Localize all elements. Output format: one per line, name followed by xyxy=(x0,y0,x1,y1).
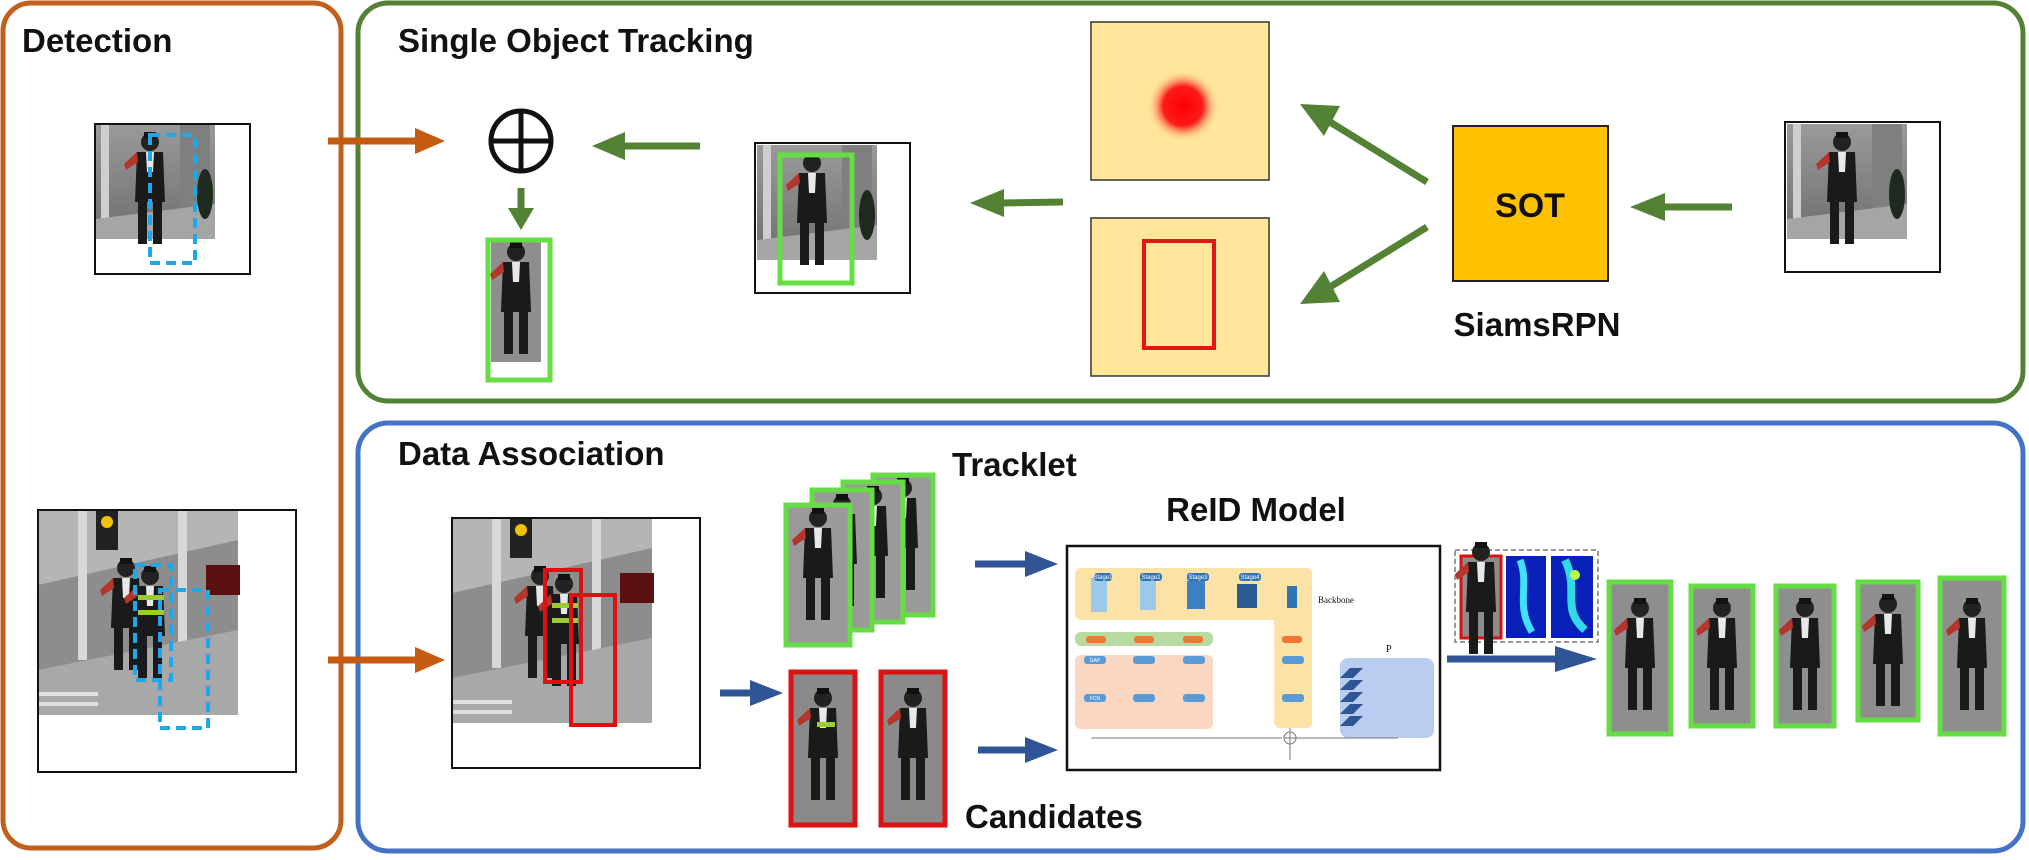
circle-plus-icon xyxy=(488,108,554,174)
sot-box: SOT xyxy=(1452,125,1609,282)
detection-box xyxy=(148,133,197,265)
tracklet-stack xyxy=(783,472,936,648)
arrow-icon xyxy=(999,198,1064,207)
detection-title: Detection xyxy=(22,22,172,59)
candidates-label: Candidates xyxy=(965,798,1143,835)
sot-title: Single Object Tracking xyxy=(398,22,754,59)
heatmap-box xyxy=(1090,217,1270,377)
reid-title: ReID Model xyxy=(1166,491,1346,528)
sot-result-frame xyxy=(754,142,911,294)
stage-label: Stage4 xyxy=(1240,575,1260,581)
detection-frame-top xyxy=(94,123,251,275)
association-frame xyxy=(451,517,701,769)
gap-label: GAP xyxy=(1090,658,1101,664)
arrow-icon xyxy=(1328,119,1429,185)
stage-label: Stage2 xyxy=(1141,575,1161,581)
arrow-icon xyxy=(508,208,534,230)
sot-input-frame xyxy=(1784,121,1941,273)
detection-panel xyxy=(0,0,344,851)
tracked-crop xyxy=(485,237,553,383)
detection-frame-bottom xyxy=(37,509,297,773)
branch-p-label: P xyxy=(1386,644,1392,655)
sot-box-label: SOT xyxy=(1495,187,1565,225)
stage-block-4: Stage4 xyxy=(1237,573,1261,608)
sot-panel xyxy=(355,0,2026,404)
reid-model-figure: Stage1 Stage2 Stage3 Stage4 Backbone P G… xyxy=(1065,544,1442,772)
sot-model-name: SiamsRPN xyxy=(1454,306,1621,343)
stage-label: Stage3 xyxy=(1188,575,1208,581)
arrow-icon xyxy=(1328,224,1429,290)
tracklet-label: Tracklet xyxy=(952,446,1077,483)
stage-block-3: Stage3 xyxy=(1187,573,1209,609)
association-title: Data Association xyxy=(398,435,665,472)
candidate-crops xyxy=(788,669,948,828)
attention-maps xyxy=(1454,542,1599,654)
fcn-label: FCN xyxy=(1090,696,1101,702)
backbone-label: Backbone xyxy=(1318,595,1354,605)
stage-label: Stage1 xyxy=(1093,575,1113,581)
heatmap-score xyxy=(1090,21,1270,181)
matched-tracklet xyxy=(1606,575,2007,737)
stage-block-1: Stage1 xyxy=(1091,573,1113,612)
stage-block-2: Stage2 xyxy=(1140,573,1162,610)
association-panel xyxy=(355,420,2026,854)
